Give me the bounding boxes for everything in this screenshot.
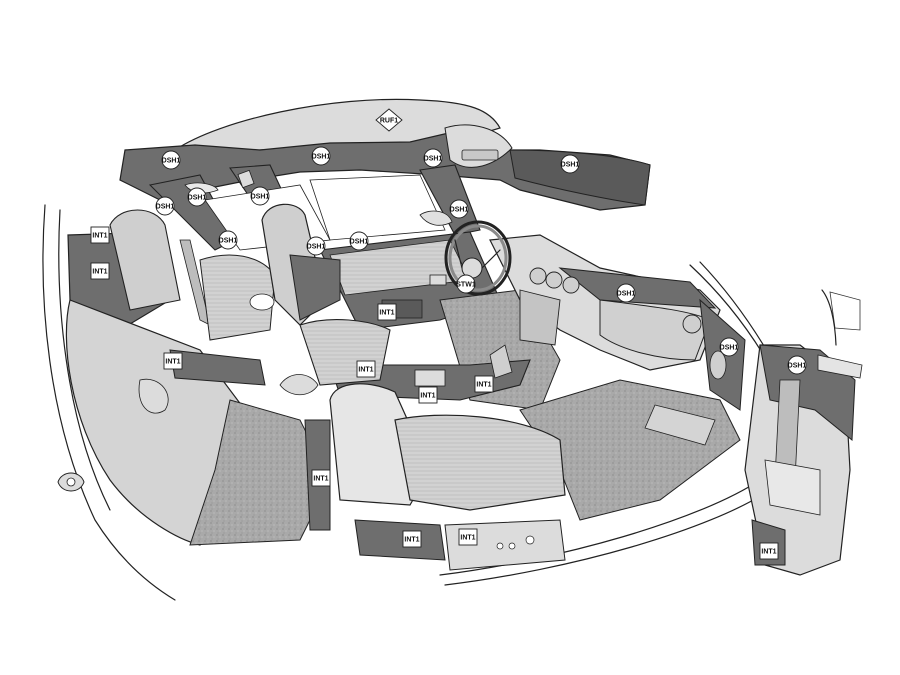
label-text: INT1: [165, 359, 180, 366]
part-label-dsh-right-door: DSH1: [787, 355, 807, 375]
label-marker: [90, 226, 110, 244]
label-marker: [311, 469, 331, 487]
label-text: INT1: [379, 310, 394, 317]
label-marker: [616, 283, 636, 303]
part-label-dsh-seatback: DSH1: [306, 236, 326, 256]
label-marker: [250, 186, 270, 206]
label-marker: [306, 236, 326, 256]
label-text: DSH1: [350, 239, 369, 246]
label-text: DSH1: [561, 162, 580, 169]
label-text: INT1: [420, 393, 435, 400]
part-label-dsh-apillar: DSH1: [250, 186, 270, 206]
part-label-int-sill-left: INT1: [311, 469, 331, 487]
label-marker: [423, 148, 443, 168]
label-marker: [163, 352, 183, 370]
label-text: INT1: [404, 537, 419, 544]
label-text: INT1: [761, 549, 776, 556]
part-label-dsh-header-left: DSH1: [161, 150, 181, 170]
label-text: DSH1: [720, 345, 739, 352]
label-text: DSH1: [788, 363, 807, 370]
label-marker: [787, 355, 807, 375]
part-label-dsh-bpillar-lower: DSH1: [155, 196, 175, 216]
part-label-int-rear-upper: INT1: [90, 226, 110, 244]
label-text: DSH1: [156, 204, 175, 211]
part-label-dsh-door-rail: DSH1: [349, 231, 369, 251]
label-text: DSH1: [219, 238, 238, 245]
label-text: INT1: [476, 382, 491, 389]
part-label-dsh-door-top: DSH1: [449, 199, 469, 219]
front-door-right: [744, 344, 863, 576]
label-marker: [418, 386, 438, 404]
part-label-dsh-visor: DSH1: [560, 154, 580, 174]
part-label-int-rear-side: INT1: [90, 262, 110, 280]
label-text: DSH1: [424, 156, 443, 163]
label-marker: [90, 262, 110, 280]
roof-headliner: [119, 98, 651, 211]
label-text: INT1: [92, 269, 107, 276]
part-label-dsh-right-pillar: DSH1: [719, 337, 739, 357]
part-label-int-tunnel-c: INT1: [474, 375, 494, 393]
label-marker: [458, 528, 478, 546]
label-text: DSH1: [617, 291, 636, 298]
label-marker: [719, 337, 739, 357]
part-label-dsh-header-mid: DSH1: [311, 146, 331, 166]
label-text: DSH1: [450, 207, 469, 214]
part-label-dsh-bpillar-upper: DSH1: [187, 187, 207, 207]
part-label-stw-steering: STW1: [456, 274, 476, 294]
label-marker: [349, 231, 369, 251]
label-marker: [375, 108, 403, 132]
label-text: DSH1: [162, 158, 181, 165]
label-marker: [311, 146, 331, 166]
part-label-dsh-dash-right: DSH1: [616, 283, 636, 303]
part-label-int-right-door-lower: INT1: [759, 542, 779, 560]
label-marker: [377, 303, 397, 321]
label-text: DSH1: [251, 194, 270, 201]
label-text: INT1: [460, 535, 475, 542]
dashboard: [489, 234, 746, 411]
label-marker: [155, 196, 175, 216]
part-label-int-door-pocket: INT1: [377, 303, 397, 321]
label-text: STW1: [456, 282, 476, 289]
label-text: RUF1: [380, 118, 398, 125]
label-marker: [218, 230, 238, 250]
part-label-int-tunnel-b: INT1: [418, 386, 438, 404]
label-marker: [187, 187, 207, 207]
label-text: DSH1: [188, 195, 207, 202]
label-marker: [560, 154, 580, 174]
steering-wheel: [444, 220, 512, 296]
label-text: INT1: [358, 367, 373, 374]
part-label-int-seat-base: INT1: [402, 530, 422, 548]
part-label-int-tunnel-a: INT1: [356, 360, 376, 378]
label-text: INT1: [92, 233, 107, 240]
floor-part: [57, 472, 85, 492]
label-text: INT1: [313, 476, 328, 483]
part-label-dsh-header-right: DSH1: [423, 148, 443, 168]
label-text: DSH1: [307, 244, 326, 251]
part-label-int-armrest: INT1: [163, 352, 183, 370]
label-marker: [456, 274, 476, 294]
label-marker: [402, 530, 422, 548]
label-marker: [474, 375, 494, 393]
part-label-dsh-rear-panel: DSH1: [218, 230, 238, 250]
part-label-int-seat-side: INT1: [458, 528, 478, 546]
label-marker: [759, 542, 779, 560]
part-label-roof: RUF1: [375, 108, 403, 132]
label-marker: [356, 360, 376, 378]
label-marker: [161, 150, 181, 170]
label-marker: [449, 199, 469, 219]
label-text: DSH1: [312, 154, 331, 161]
